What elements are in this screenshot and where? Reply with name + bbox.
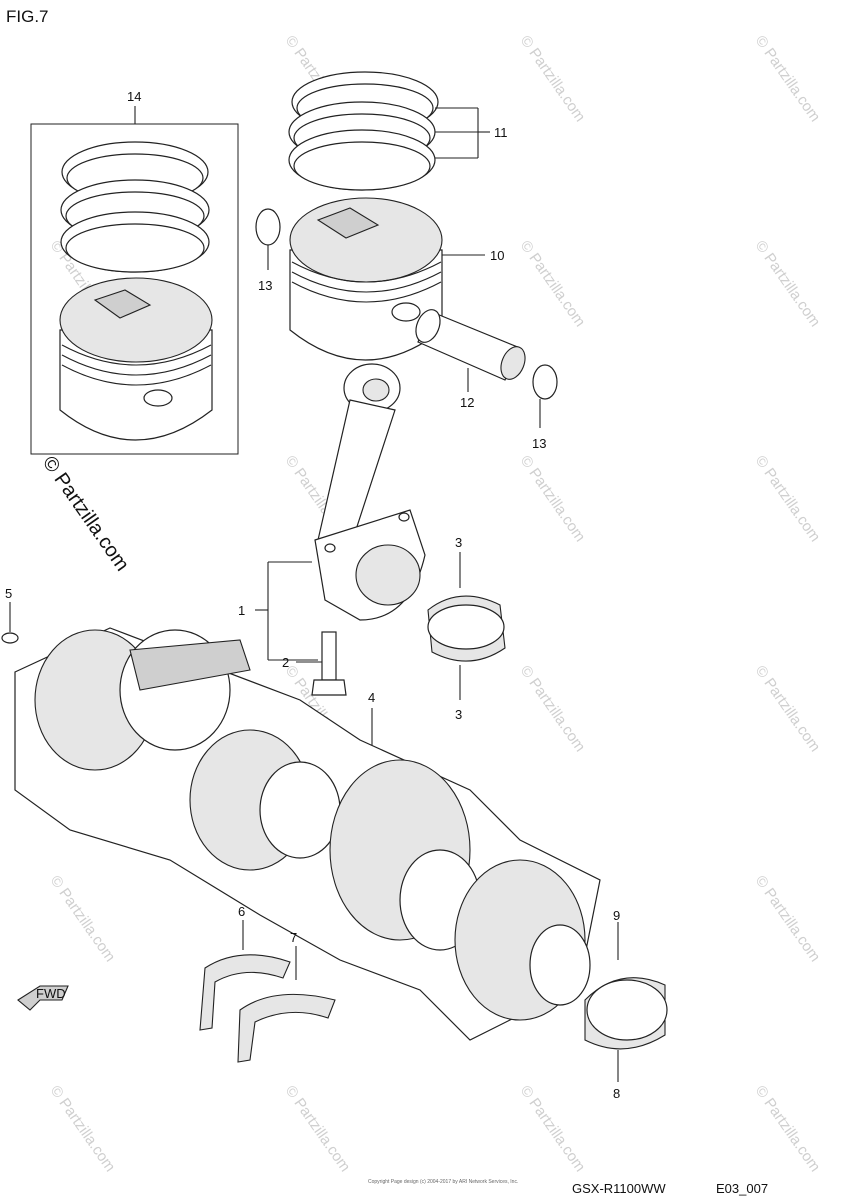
connecting-rod <box>255 363 426 661</box>
callout-10: 10 <box>490 248 504 263</box>
circlip-right <box>532 364 558 428</box>
watermark: © Partzilla.com <box>517 238 589 331</box>
conrod-bolt <box>296 631 347 696</box>
fwd-arrow-icon: FWD <box>17 985 69 1011</box>
callout-1: 1 <box>238 603 245 618</box>
callout-13: 13 <box>258 278 272 293</box>
piston <box>289 197 485 361</box>
drawing-code: E03_007 <box>716 1181 768 1196</box>
circlip-top <box>255 208 281 270</box>
piston-set-box <box>30 106 239 455</box>
conrod-bearing <box>427 552 506 700</box>
callout-labels: 14 11 10 13 12 13 3 1 5 2 3 4 6 7 9 8 <box>5 89 620 1101</box>
callout-7: 7 <box>290 930 297 945</box>
watermark: © Partzilla.com <box>47 1083 119 1176</box>
callout-8: 8 <box>613 1086 620 1101</box>
main-bearings <box>199 920 336 1063</box>
callout-13: 13 <box>532 436 546 451</box>
watermark: © Partzilla.com <box>752 1083 824 1176</box>
model-code: GSX-R1100WW <box>572 1181 666 1196</box>
figure-title: FIG.7 <box>6 7 49 26</box>
watermark: © Partzilla.com <box>752 663 824 756</box>
callout-4: 4 <box>368 690 375 705</box>
copyright-notice: Copyright Page design (c) 2004-2017 by A… <box>368 1179 518 1185</box>
watermark: © Partzilla.com <box>517 453 589 546</box>
watermark: © Partzilla.com <box>752 33 824 126</box>
thrust-bearing <box>584 922 668 1082</box>
watermark: © Partzilla.com <box>752 873 824 966</box>
watermark: © Partzilla.com <box>517 1083 589 1176</box>
callout-2: 2 <box>282 655 289 670</box>
crankshaft <box>14 627 601 1041</box>
watermark: © Partzilla.com <box>47 873 119 966</box>
watermark: © Partzilla.com <box>517 663 589 756</box>
callout-3: 3 <box>455 707 462 722</box>
watermark: © Partzilla.com <box>752 238 824 331</box>
callout-5: 5 <box>5 586 12 601</box>
callout-3: 3 <box>455 535 462 550</box>
callout-6: 6 <box>238 904 245 919</box>
callout-11: 11 <box>494 125 508 140</box>
callout-14: 14 <box>127 89 141 104</box>
piston-pin <box>415 309 526 392</box>
fwd-label: FWD <box>36 986 66 1001</box>
watermark: © Partzilla.com <box>517 33 589 126</box>
side-watermark: © Partzilla.com <box>38 452 133 575</box>
callout-12: 12 <box>460 395 474 410</box>
dowel-pin <box>1 602 19 644</box>
watermark: © Partzilla.com <box>752 453 824 546</box>
callout-9: 9 <box>613 908 620 923</box>
watermark: © Partzilla.com <box>282 1083 354 1176</box>
piston-rings <box>288 71 490 191</box>
